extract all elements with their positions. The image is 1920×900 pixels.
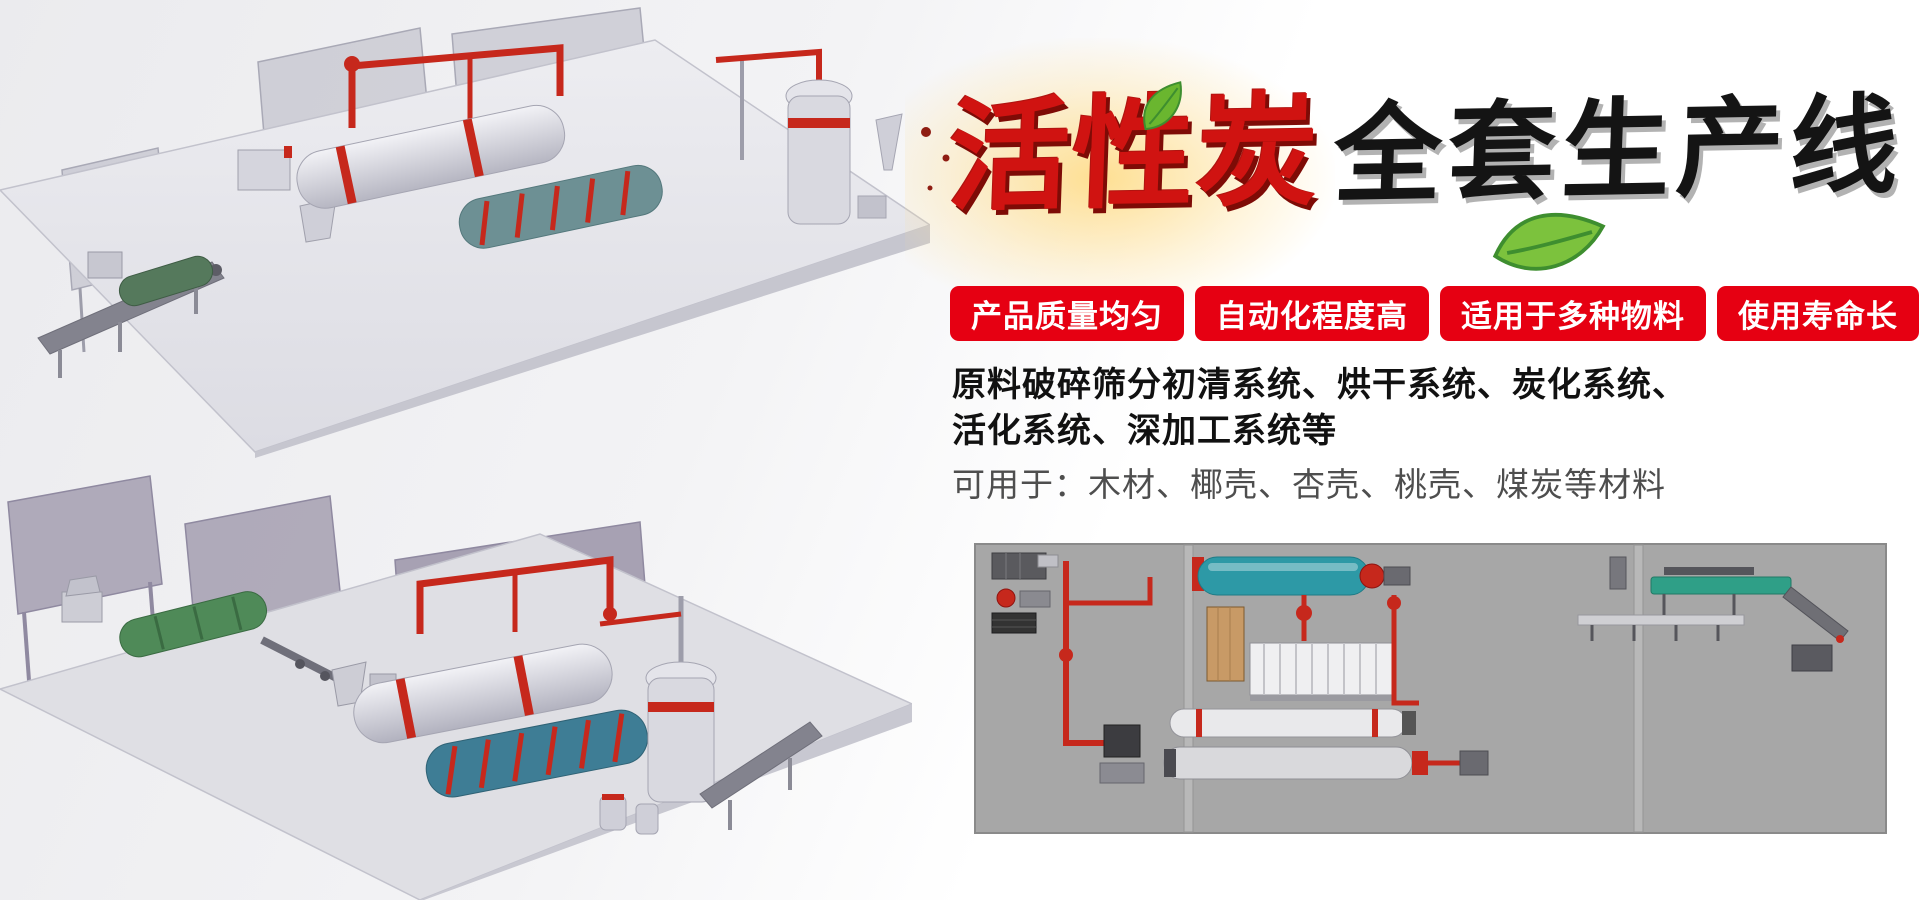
materials-note: 可用于：木材、椰壳、杏壳、桃壳、煤炭等材料 [952,466,1666,503]
layout-diagram [974,543,1887,834]
packing-conveyors [1577,556,1849,672]
activation-furnace [715,48,903,225]
crusher-feeder-units [991,552,1059,634]
pipe-frame [416,556,617,634]
systems-line-2: 活化系统、深加工系统等 [952,412,1337,450]
feeder-unit [61,575,103,623]
activation-cylinder [1163,746,1489,780]
lane-dividers [1183,544,1644,833]
badge-lifespan: 使用寿命长 [1717,286,1919,341]
ribbed-carbonizer [1249,642,1397,701]
badge-automation: 自动化程度高 [1195,286,1429,341]
page-title: 活性炭全套生产线 [946,80,1906,226]
title-activated-carbon: 活性炭 [945,82,1323,226]
vibrating-screen [237,146,337,243]
valve-pipes [1296,595,1419,706]
ink-splash-icon [921,127,950,191]
title-full-production-line: 全套生产线 [1331,84,1906,216]
activation-furnace [599,596,717,803]
dust-collector-box [1099,724,1145,784]
badge-quality: 产品质量均匀 [950,286,1184,341]
feature-badges: 产品质量均匀 自动化程度高 适用于多种物料 使用寿命长 [950,286,1919,341]
floor-platform [0,39,930,458]
production-line-render-bottom [0,475,912,900]
discharge-conveyor [699,721,823,830]
dryer-cylinder [1192,556,1411,596]
main-pipe-runs [1059,561,1153,746]
cooling-cylinder [1169,708,1416,738]
systems-description: 原料破碎筛分初清系统、烘干系统、炭化系统、 活化系统、深加工系统等 [952,362,1687,454]
carbonization-drum [458,164,663,249]
pipe-frame [344,44,564,128]
production-line-render-top [0,7,930,458]
carbonization-drum [425,709,648,798]
badge-materials: 适用于多种物料 [1440,286,1706,341]
hot-stove-block [1206,606,1245,682]
storage-tanks [599,794,659,835]
rotary-dryer-drum [296,104,566,209]
rotary-dryer-drum [353,643,613,744]
screening-drum [118,255,214,307]
systems-line-1: 原料破碎筛分初清系统、烘干系统、炭化系统、 [952,366,1687,404]
screening-drum [119,591,267,658]
